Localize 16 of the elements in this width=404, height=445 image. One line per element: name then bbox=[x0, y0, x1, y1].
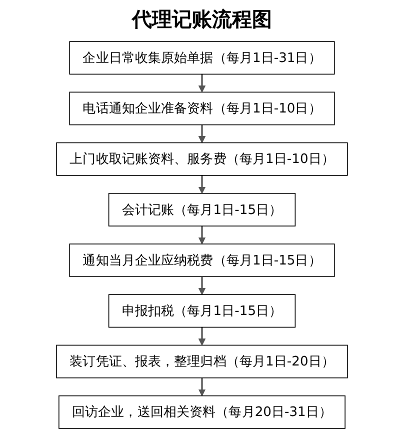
node-box: 通知当月企业应纳税费（每月1日-15日） bbox=[69, 244, 335, 278]
node-box: 企业日常收集原始单据（每月1日-31日） bbox=[69, 41, 335, 75]
arrow bbox=[198, 124, 206, 144]
diagram-title: 代理记账流程图 bbox=[130, 6, 273, 33]
node-box: 申报扣税（每月1日-15日） bbox=[108, 294, 296, 328]
arrow bbox=[198, 175, 206, 194]
node-box: 会计记账（每月1日-15日） bbox=[108, 192, 296, 226]
arrow bbox=[198, 74, 206, 92]
arrow bbox=[198, 276, 206, 295]
node-box: 上门收取记账资料、服务费（每月1日-10日） bbox=[56, 142, 348, 176]
arrow bbox=[198, 327, 206, 346]
arrow bbox=[198, 378, 206, 396]
arrow bbox=[198, 226, 206, 244]
node-box: 回访企业，送回相关资料（每月20日-31日） bbox=[58, 395, 346, 429]
node-box: 装订凭证、报表，整理归档（每月1日-20日） bbox=[56, 344, 348, 378]
node-box: 电话通知企业准备资料（每月1日-10日） bbox=[69, 92, 335, 126]
